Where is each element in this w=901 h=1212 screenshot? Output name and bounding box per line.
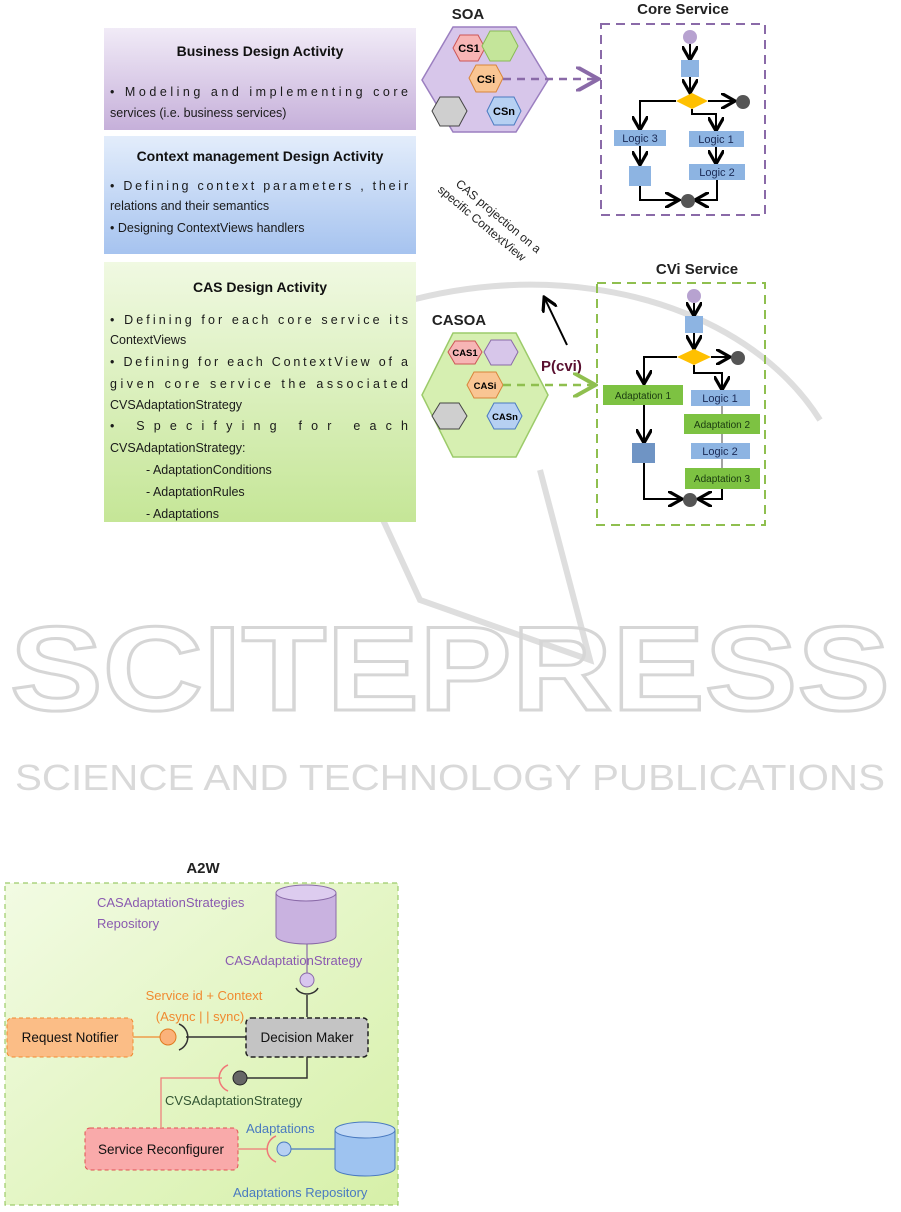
context-line: relations and their semantics <box>110 199 269 213</box>
service-reconfigurer: Service Reconfigurer <box>98 1142 225 1157</box>
cas-strategy-label: CASAdaptationStrategy <box>225 953 363 968</box>
watermark-sub: SCIENCE AND TECHNOLOGY PUBLICATIONS <box>15 757 885 798</box>
cas1-label: CAS1 <box>452 348 478 359</box>
watermark: SCITEPRESS SCIENCE AND TECHNOLOGY PUBLIC… <box>9 281 892 798</box>
repo1-label: CASAdaptationStrategies <box>97 895 245 910</box>
adaptations-repository-label: Adaptations Repository <box>233 1185 368 1200</box>
business-title: Business Design Activity <box>177 43 344 59</box>
core-service-label: Core Service <box>637 1 729 18</box>
soa: SOA CS1 CSi CSn <box>421 6 596 133</box>
cas-line: • Defining for each ContextView of a <box>110 355 408 369</box>
a2w: A2W CASAdaptationStrategies Repository C… <box>4 860 399 1206</box>
cas-line: - AdaptationRules <box>146 485 245 499</box>
adaptations-label: Adaptations <box>246 1121 315 1136</box>
casn-label: CASn <box>492 412 518 423</box>
cas-title: CAS Design Activity <box>193 279 327 295</box>
adaptation-3-box: Adaptation 3 <box>694 474 751 485</box>
csn-label: CSn <box>493 106 515 118</box>
cas-line: - Adaptations <box>146 507 219 521</box>
cas-line: ContextViews <box>110 333 186 347</box>
watermark-main: SCITEPRESS <box>10 602 890 736</box>
sync-mode-label: (Async | | sync) <box>156 1009 244 1024</box>
casoa: CASOA CAS1 CASi CASn <box>421 312 593 458</box>
cvi-service: CVi Service Adaptation 1 Logic 1 Adaptat… <box>596 261 766 526</box>
logic-2-box: Logic 2 <box>702 446 737 458</box>
context-design-activity: Context management Design Activity • Def… <box>104 136 416 254</box>
cas-line: CVSAdaptationStrategy: <box>110 441 246 455</box>
cs1-label: CS1 <box>458 43 479 55</box>
adaptation-1-box: Adaptation 1 <box>615 391 672 402</box>
cas-design-activity: CAS Design Activity • Defining for each … <box>104 262 416 522</box>
business-line: services (i.e. business services) <box>110 106 286 120</box>
cvs-strategy-label: CVSAdaptationStrategy <box>165 1093 303 1108</box>
logic-3-box: Logic 3 <box>622 133 657 145</box>
p-cvi-label: P(cvi) <box>541 358 582 375</box>
adaptation-2-box: Adaptation 2 <box>694 420 751 431</box>
logic-1-box: Logic 1 <box>702 393 737 405</box>
business-design-activity: Business Design Activity • Modeling and … <box>104 28 416 130</box>
core-service: Core Service Logic 3 Logic 1 Logic 2 <box>600 1 766 216</box>
context-line: • Designing ContextViews handlers <box>110 221 305 235</box>
repo1-label: Repository <box>97 916 160 931</box>
cas-line: CVSAdaptationStrategy <box>110 398 243 412</box>
decision-maker: Decision Maker <box>260 1030 354 1045</box>
context-title: Context management Design Activity <box>137 148 384 164</box>
casoa-label: CASOA <box>432 312 486 329</box>
service-context-label: Service id + Context <box>146 988 263 1003</box>
context-line: • Defining context parameters , their <box>110 179 408 193</box>
csi-label: CSi <box>477 74 495 86</box>
cvi-service-label: CVi Service <box>656 261 738 278</box>
request-notifier: Request Notifier <box>22 1030 119 1045</box>
casi-label: CASi <box>474 381 497 392</box>
logic-1-box: Logic 1 <box>698 134 733 146</box>
logic-2-box: Logic 2 <box>699 167 734 179</box>
soa-label: SOA <box>452 6 485 23</box>
cas-line: - AdaptationConditions <box>146 463 272 477</box>
business-line: • Modeling and implementing core <box>110 85 408 99</box>
a2w-label: A2W <box>186 860 220 877</box>
